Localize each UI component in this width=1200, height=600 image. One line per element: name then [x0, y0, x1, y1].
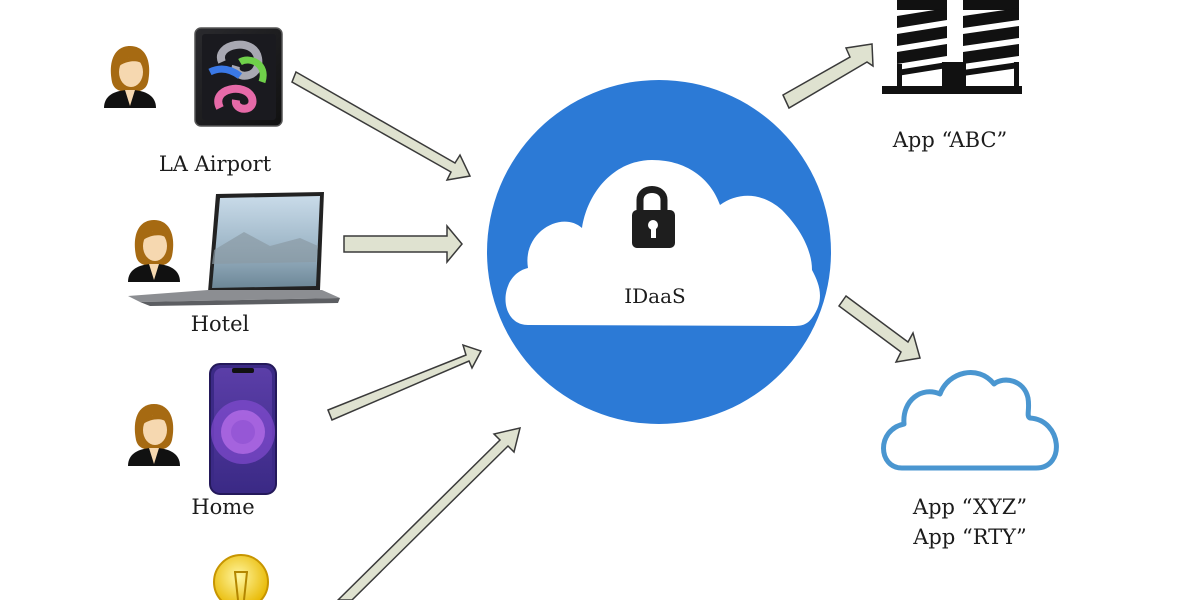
hub-label: IDaaS [624, 284, 686, 308]
arrow-home-to-idaas [327, 343, 483, 421]
source-label-hotel: Hotel [190, 312, 250, 336]
source-label-airport: LA Airport [158, 152, 272, 176]
source-label-home: Home [191, 495, 255, 519]
light-bulb-icon [213, 554, 269, 600]
arrow-hotel-to-idaas [343, 223, 463, 265]
arrow-device-to-idaas [336, 426, 522, 600]
laptop-icon [128, 192, 340, 306]
target-label-rty: App “RTY” [913, 525, 1027, 549]
target-label-abc: App “ABC” [892, 128, 1008, 152]
arrow-idaas-to-xyz [837, 294, 921, 363]
smartphone-icon [209, 363, 277, 495]
user-avatar-icon [128, 220, 180, 282]
arrow-airport-to-idaas [291, 70, 472, 181]
target-label-xyz: App “XYZ” [912, 495, 1028, 519]
user-avatar-icon [128, 404, 180, 466]
idaas-hub [487, 80, 831, 424]
tablet-icon [194, 27, 283, 127]
user-avatar-icon [104, 46, 156, 108]
lock-icon [632, 186, 675, 248]
cloud-outline-icon [881, 370, 1059, 471]
arrow-idaas-to-abc [782, 43, 874, 110]
building-icon [882, 0, 1022, 94]
